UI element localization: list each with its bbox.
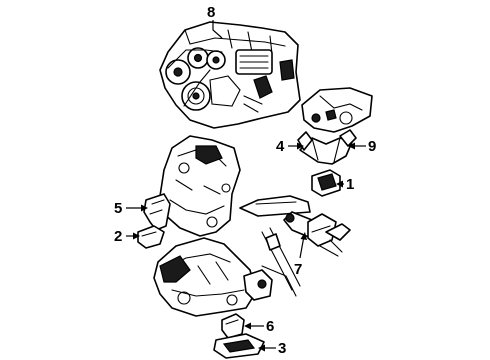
callout-3: 3 xyxy=(278,340,286,357)
callout-2: 2 xyxy=(114,228,122,245)
transmission-mount-small xyxy=(137,225,165,249)
engine-assembly xyxy=(159,21,301,129)
leader-lines xyxy=(126,20,366,352)
callout-5: 5 xyxy=(114,200,122,217)
callout-8: 8 xyxy=(207,4,215,21)
engine-block-corner xyxy=(301,87,373,133)
strut-rod xyxy=(239,195,337,247)
bell-housing xyxy=(159,135,241,237)
callout-9: 9 xyxy=(368,138,376,155)
transmission xyxy=(153,237,273,317)
callout-7: 7 xyxy=(294,261,302,278)
engine-mount-bracket xyxy=(297,129,357,165)
transmission-mount-bracket xyxy=(143,193,171,231)
frame-rail xyxy=(261,223,351,297)
engine-mount xyxy=(311,169,341,197)
callout-1: 1 xyxy=(346,176,354,193)
callout-6: 6 xyxy=(266,318,274,335)
transmission-mount-pad xyxy=(213,333,265,359)
callout-4: 4 xyxy=(276,138,285,155)
